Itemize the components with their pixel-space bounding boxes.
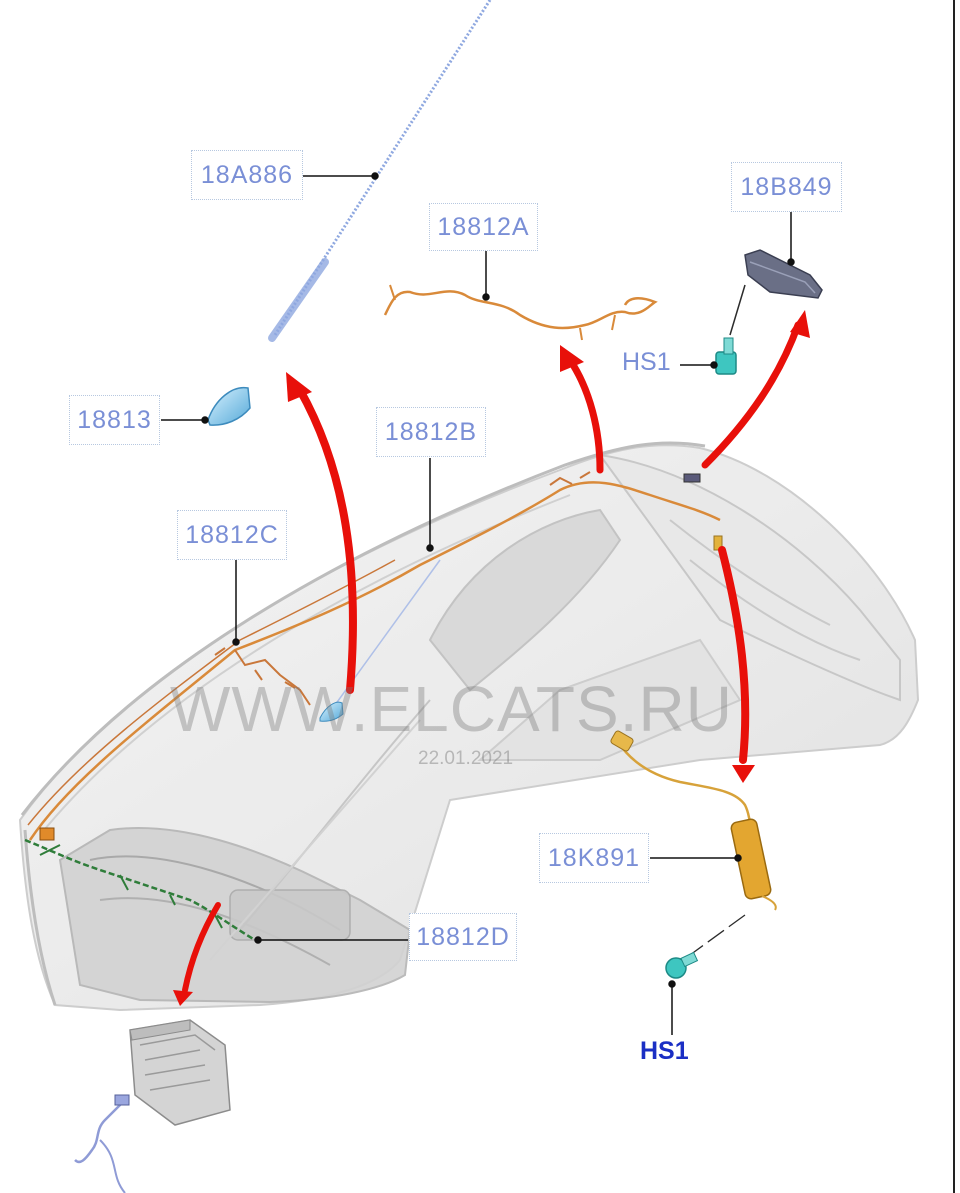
- assembly-arrows: [173, 310, 810, 1006]
- amplifier-18K891: [610, 730, 777, 956]
- vehicle-body-shell: [18, 441, 920, 1012]
- harness-18812A: [383, 284, 658, 341]
- bolt-hs1-bottom: [665, 951, 699, 979]
- callout-18A886[interactable]: 18A886: [191, 150, 303, 200]
- callout-18K891[interactable]: 18K891: [539, 833, 649, 883]
- callout-18B849[interactable]: 18B849: [731, 162, 842, 212]
- callout-18812A[interactable]: 18812A: [429, 203, 538, 251]
- leader-lines: [161, 172, 795, 1035]
- dash-harness-18812D: [24, 827, 256, 942]
- bolt-hs1-top: [715, 337, 737, 375]
- callout-18812D[interactable]: 18812D: [409, 913, 517, 961]
- frame-right-border: [953, 0, 955, 1193]
- callout-18813[interactable]: 18813: [69, 395, 160, 445]
- roof-harness: [27, 471, 723, 841]
- radio-module: [74, 1019, 231, 1193]
- callout-18812C[interactable]: 18812C: [177, 510, 287, 560]
- module-18B849: [729, 249, 823, 336]
- label-hs1-bottom[interactable]: HS1: [640, 1037, 689, 1065]
- callout-18812B[interactable]: 18812B: [376, 407, 486, 457]
- label-hs1-top[interactable]: HS1: [622, 348, 671, 376]
- shark-fin-antenna: [207, 386, 344, 722]
